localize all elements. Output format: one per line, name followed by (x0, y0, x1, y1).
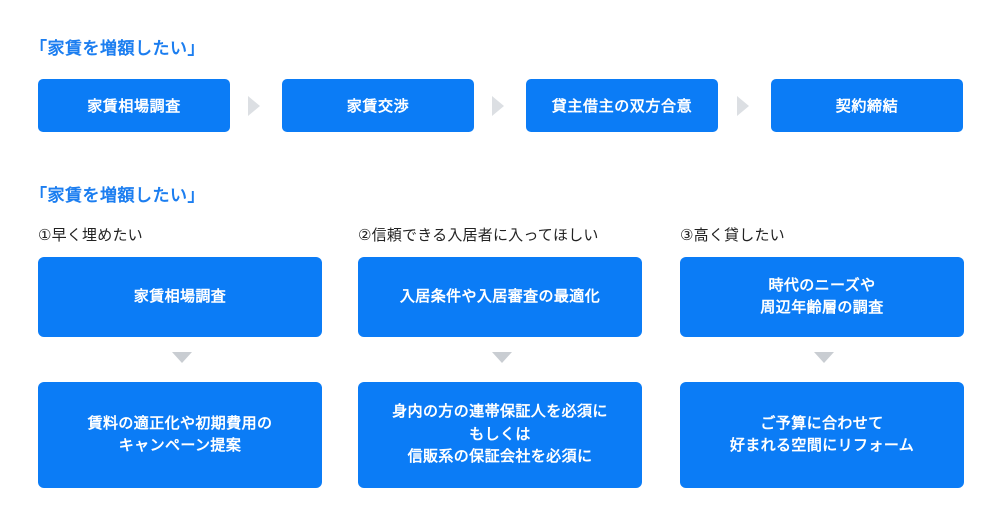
flow-step-2[interactable]: 家賃交渉 (282, 79, 474, 132)
text-line: 信販系の保証会社を必須に (407, 448, 593, 466)
text-line: 家賃相場調査 (133, 287, 227, 305)
goal-column-3-top-box[interactable]: 時代のニーズや 周辺年齢層の調査 (680, 257, 964, 337)
goal-column-2: ②信頼できる入居者に入ってほしい 入居条件や入居審査の最適化 身内の方の連帯保証… (358, 224, 642, 496)
text-line: 時代のニーズや (768, 276, 876, 294)
goal-column-2-bottom-text: 身内の方の連帯保証人を必須に もしくは 信販系の保証会社を必須に (392, 401, 608, 469)
text-line: 入居条件や入居審査の最適化 (399, 287, 601, 305)
text-line: 好まれる空間にリフォーム (729, 437, 915, 454)
goal-column-3-label: ③高く貸したい (680, 227, 785, 244)
triangle-right-icon-3 (737, 96, 749, 116)
goal-column-2-bottom-box[interactable]: 身内の方の連帯保証人を必須に もしくは 信販系の保証会社を必須に (358, 382, 642, 488)
triangle-down-icon-2 (492, 352, 512, 363)
text-line: 周辺年齢層の調査 (760, 299, 884, 316)
flow-step-4-label: 契約締結 (835, 98, 899, 115)
flow-step-4[interactable]: 契約締結 (771, 79, 963, 132)
flow-step-3[interactable]: 貸主借主の双方合意 (526, 79, 718, 132)
flow-step-row: 家賃相場調査 家賃交渉 貸主借主の双方合意 契約締結 (38, 79, 963, 132)
text-line: キャンペーン提案 (118, 437, 242, 454)
goal-column-1-bottom-box[interactable]: 賃料の適正化や初期費用の キャンペーン提案 (38, 382, 322, 488)
goal-column-3-top-text: 時代のニーズや 周辺年齢層の調査 (760, 275, 883, 320)
flow-step-1[interactable]: 家賃相場調査 (38, 79, 230, 132)
goal-column-1-bottom-text: 賃料の適正化や初期費用の キャンペーン提案 (88, 413, 273, 458)
flow-step-2-label: 家賃交渉 (346, 98, 410, 115)
goal-column-3: ③高く貸したい 時代のニーズや 周辺年齢層の調査 ご予算に合わせて 好まれる空間… (680, 224, 964, 496)
goal-column-1-top-box[interactable]: 家賃相場調査 (38, 257, 322, 337)
goal-grid: ①早く埋めたい 家賃相場調査 賃料の適正化や初期費用の キャンペーン提案 ②信頼… (30, 224, 970, 496)
goal-column-2-label: ②信頼できる入居者に入ってほしい (358, 227, 599, 244)
goal-column-2-top-text: 入居条件や入居審査の最適化 (400, 286, 600, 309)
flow-step-1-label: 家賃相場調査 (87, 98, 181, 115)
goal-column-3-bottom-text: ご予算に合わせて 好まれる空間にリフォーム (730, 413, 914, 458)
goal-column-2-top-box[interactable]: 入居条件や入居審査の最適化 (358, 257, 642, 337)
goal-column-3-bottom-box[interactable]: ご予算に合わせて 好まれる空間にリフォーム (680, 382, 964, 488)
goal-column-1: ①早く埋めたい 家賃相場調査 賃料の適正化や初期費用の キャンペーン提案 (38, 224, 322, 496)
goal-column-1-top-text: 家賃相場調査 (134, 286, 226, 309)
triangle-right-icon-1 (248, 96, 260, 116)
triangle-right-icon-2 (492, 96, 504, 116)
flow-section-heading: 「家賃を増額したい」 (30, 39, 205, 58)
text-line: ご予算に合わせて (760, 414, 884, 432)
goal-column-1-label: ①早く埋めたい (38, 227, 143, 244)
flow-step-3-label: 貸主借主の双方合意 (551, 98, 693, 115)
triangle-down-icon-3 (814, 352, 834, 363)
triangle-down-icon-1 (172, 352, 192, 363)
text-line: もしくは (469, 425, 531, 443)
goals-section-heading: 「家賃を増額したい」 (30, 186, 205, 205)
text-line: 身内の方の連帯保証人を必須に (392, 403, 608, 421)
text-line: 賃料の適正化や初期費用の (87, 414, 273, 432)
